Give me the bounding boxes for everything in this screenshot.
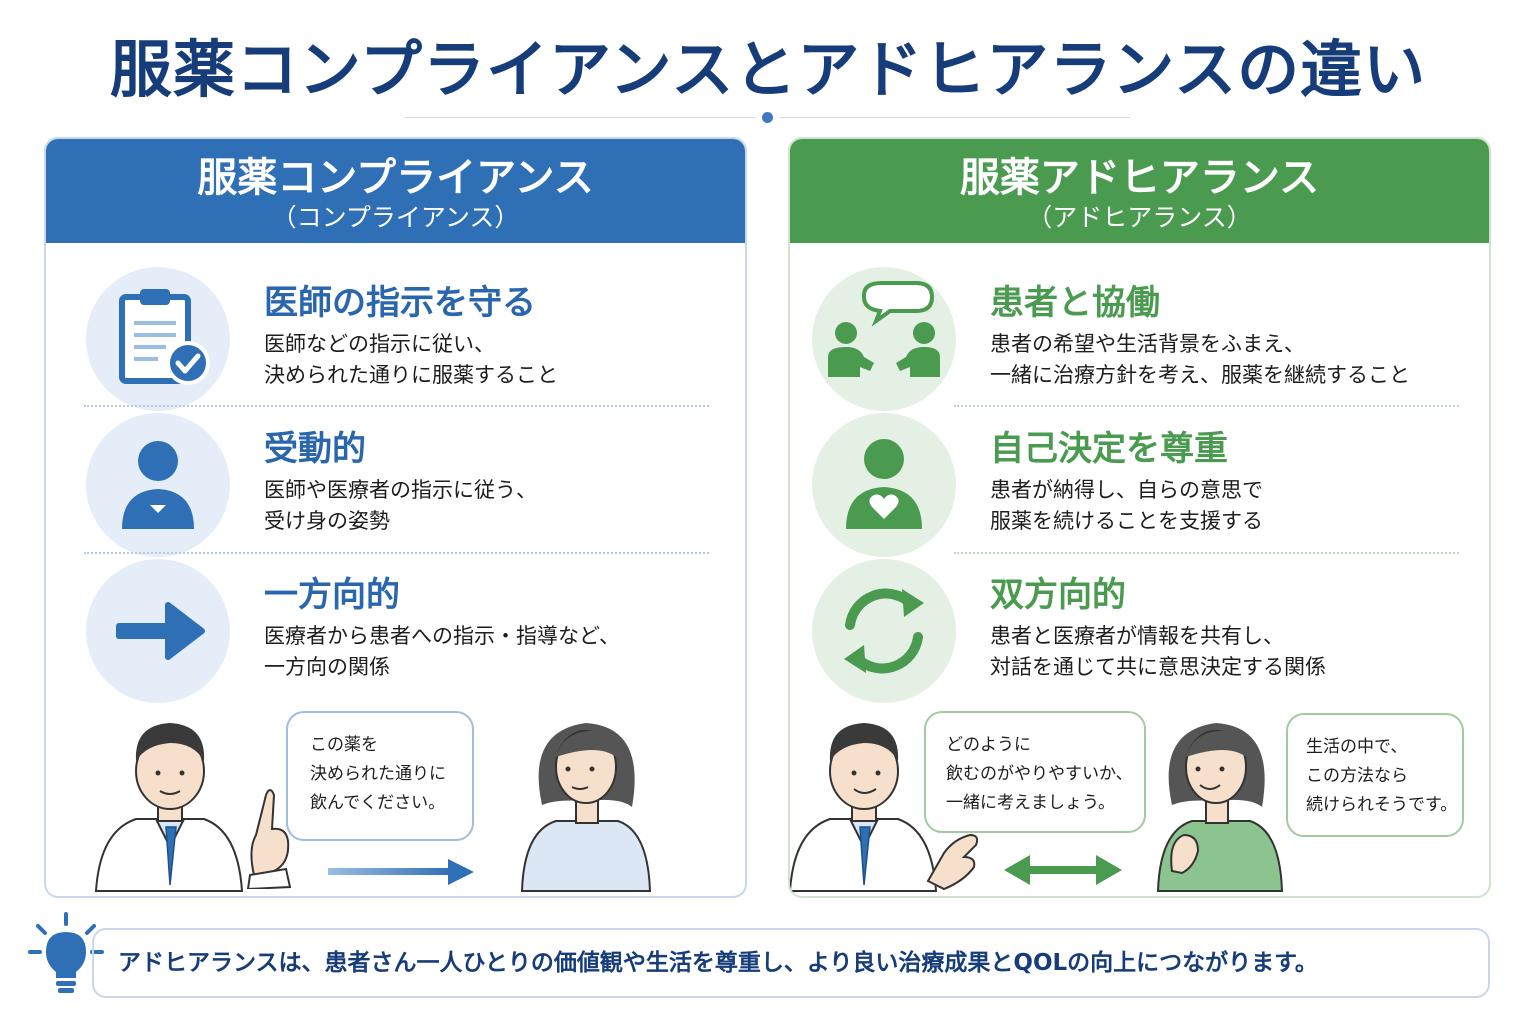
compliance-item-1: 医師の指示を守る 医師などの指示に従い、決められた通りに服薬すること	[46, 263, 745, 413]
adherence-item-3-title: 双方向的	[990, 575, 1126, 615]
summary-text: アドヒアランスは、患者さん一人ひとりの価値観や生活を尊重し、より良い治療成果とQ…	[118, 950, 1318, 976]
adherence-subheading: （アドヒアランス）	[1027, 203, 1252, 232]
divider	[954, 405, 1459, 407]
open-hand-icon	[926, 833, 979, 891]
adherence-heading: 服薬アドヒアランス	[959, 155, 1320, 201]
compliance-item-3-desc: 医療者から患者への指示・指導など、一方向の関係	[264, 624, 620, 679]
compliance-item-2-desc: 医師や医療者の指示に従う、受け身の姿勢	[264, 478, 537, 533]
doctor-illustration	[790, 723, 938, 892]
pointing-hand-icon	[246, 789, 292, 889]
title-divider-left	[405, 117, 755, 118]
clipboard-check-icon	[86, 267, 230, 411]
adherence-item-1-title: 患者と協働	[990, 283, 1160, 323]
one-way-arrow-icon	[328, 859, 474, 885]
compliance-subheading: （コンプライアンス）	[271, 203, 520, 232]
person-icon	[86, 413, 230, 557]
compliance-header: 服薬コンプライアンス （コンプライアンス）	[46, 139, 745, 243]
adherence-panel: 服薬アドヒアランス （アドヒアランス） 患者と協働 患者の希望や生活背景をふまえ…	[788, 137, 1491, 898]
compliance-item-1-title: 医師の指示を守る	[264, 283, 536, 323]
patient-illustration	[1156, 723, 1284, 892]
patient-illustration	[520, 723, 652, 892]
adherence-scene: どのように飲むのがやりやすいか、一緒に考えましょう。 生活の中で、この方法なら続…	[790, 701, 1489, 896]
compliance-item-1-desc: 医師などの指示に従い、決められた通りに服薬すること	[264, 332, 558, 387]
adherence-item-2-desc: 患者が納得し、自らの意思で服薬を続けることを支援する	[990, 478, 1263, 533]
page-title: 服薬コンプライアンスとアドヒアランスの違い	[109, 33, 1427, 106]
cycle-arrows-icon	[812, 559, 956, 703]
title-divider-right	[780, 117, 1130, 118]
divider	[954, 552, 1459, 554]
compliance-item-2: 受動的 医師や医療者の指示に従う、受け身の姿勢	[46, 409, 745, 559]
compliance-panel: 服薬コンプライアンス （コンプライアンス） 医師の指示を守る 医師などの指示に従…	[44, 137, 747, 898]
summary-box: アドヒアランスは、患者さん一人ひとりの価値観や生活を尊重し、より良い治療成果とQ…	[92, 928, 1490, 998]
divider	[84, 552, 709, 554]
compliance-item-2-title: 受動的	[264, 429, 366, 469]
patient-speech-bubble: 生活の中で、この方法なら続けられそうです。	[1286, 713, 1464, 837]
adherence-item-2: 自己決定を尊重 患者が納得し、自らの意思で服薬を続けることを支援する	[790, 409, 1489, 559]
doctor-illustration	[94, 723, 244, 892]
title-divider-dot	[762, 112, 773, 123]
compliance-heading: 服薬コンプライアンス	[197, 155, 594, 201]
two-way-arrow-icon	[1004, 855, 1122, 885]
compliance-item-3-title: 一方向的	[264, 575, 400, 615]
adherence-item-3-desc: 患者と医療者が情報を共有し、対話を通じて共に意思決定する関係	[990, 624, 1326, 679]
divider	[84, 405, 709, 407]
adherence-item-2-title: 自己決定を尊重	[990, 429, 1228, 469]
conversation-icon	[812, 267, 956, 411]
arrow-right-icon	[86, 559, 230, 703]
compliance-scene: この薬を決められた通りに飲んでください。	[46, 701, 745, 896]
person-heart-icon	[812, 413, 956, 557]
adherence-item-1-desc: 患者の希望や生活背景をふまえ、一緒に治療方針を考え、服薬を継続すること	[990, 332, 1410, 387]
doctor-speech-bubble: どのように飲むのがやりやすいか、一緒に考えましょう。	[924, 711, 1146, 833]
adherence-header: 服薬アドヒアランス （アドヒアランス）	[790, 139, 1489, 243]
compliance-speech-bubble: この薬を決められた通りに飲んでください。	[286, 711, 474, 841]
lightbulb-icon	[28, 912, 104, 993]
compliance-item-3: 一方向的 医療者から患者への指示・指導など、一方向の関係	[46, 555, 745, 705]
adherence-item-1: 患者と協働 患者の希望や生活背景をふまえ、一緒に治療方針を考え、服薬を継続するこ…	[790, 263, 1489, 413]
adherence-item-3: 双方向的 患者と医療者が情報を共有し、対話を通じて共に意思決定する関係	[790, 555, 1489, 705]
